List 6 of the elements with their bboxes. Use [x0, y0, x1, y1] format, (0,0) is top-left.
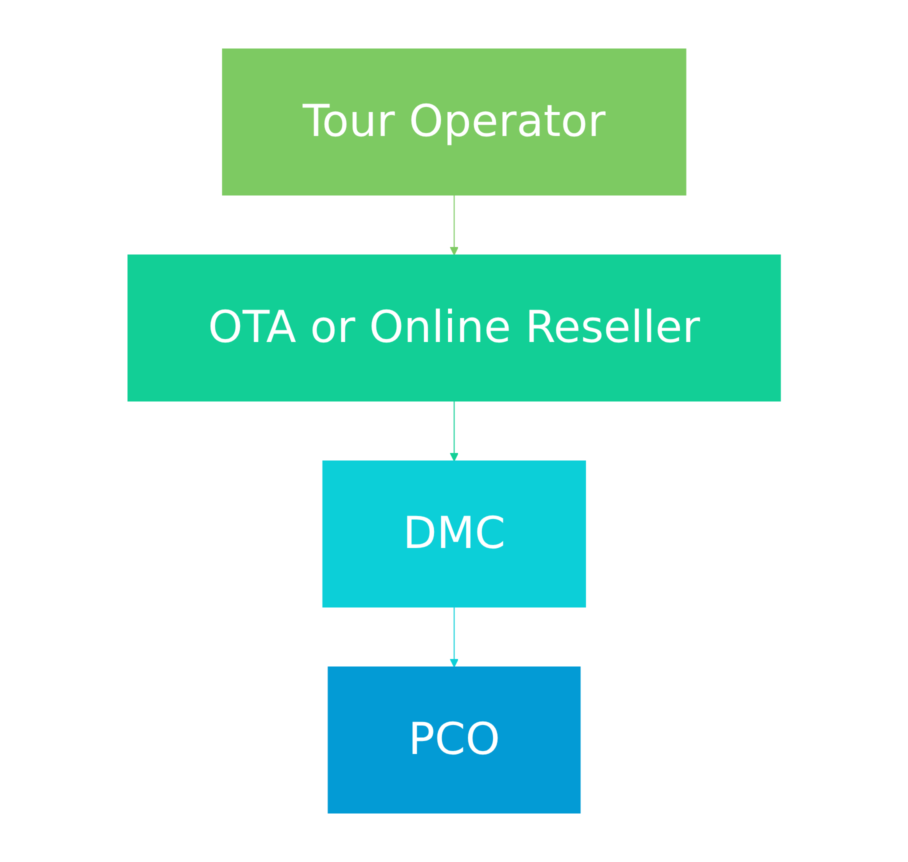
node-box: DMC: [322, 460, 586, 608]
arrow: [450, 606, 458, 668]
arrow: [450, 400, 458, 462]
arrow: [450, 194, 458, 256]
node-box: OTA or Online Reseller: [127, 254, 781, 402]
node-box: PCO: [328, 666, 580, 814]
